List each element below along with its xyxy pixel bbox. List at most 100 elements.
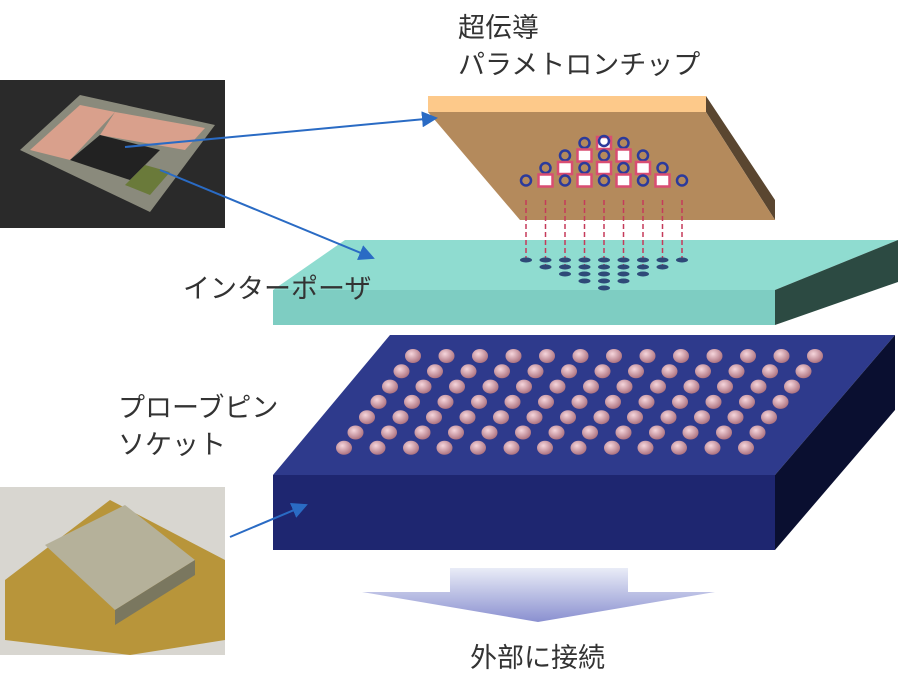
probe-pin — [539, 349, 555, 363]
probe-pin — [405, 349, 421, 363]
pin-pad — [617, 278, 630, 284]
probe-pin — [582, 425, 598, 440]
socket-label-1: プローブピン — [118, 393, 279, 424]
junction-ring — [578, 136, 591, 150]
probe-pin — [505, 349, 522, 363]
arrow-interposer — [159, 169, 375, 261]
pin-pad — [539, 257, 552, 263]
probe-pin — [393, 364, 410, 379]
probe-pin — [717, 379, 733, 394]
probe-pin — [436, 440, 453, 455]
probe-pin — [392, 410, 409, 425]
pin-pad — [559, 264, 571, 270]
probe-pin — [415, 379, 432, 394]
pin-pad — [637, 257, 649, 263]
chip-photo — [0, 80, 225, 228]
pin-pad — [656, 264, 669, 270]
probe-pin — [606, 349, 622, 363]
probe-pin — [605, 394, 621, 409]
interposer-label: インターポーザ — [183, 274, 372, 305]
pin-pad — [539, 264, 552, 270]
pin-pad — [578, 271, 591, 277]
parametron-chip — [428, 96, 775, 220]
parametron-cell — [595, 160, 613, 176]
junction-ring — [558, 174, 572, 187]
probe-pin — [427, 364, 443, 379]
parametron-cell — [537, 173, 554, 188]
probe-pin — [716, 425, 732, 440]
chip-label-1: 超伝導 — [458, 13, 539, 44]
probe-pin — [807, 349, 823, 363]
probe-pin — [538, 394, 554, 409]
probe-pin — [381, 425, 397, 440]
probe-pin — [504, 394, 521, 409]
probe-pin — [660, 410, 677, 425]
pin-pad — [520, 257, 532, 263]
probe-pin — [682, 425, 699, 440]
parametron-circuit — [519, 134, 689, 188]
probe-pins — [336, 349, 823, 455]
parametron-cell — [615, 148, 632, 163]
probe-pin — [438, 349, 455, 363]
probe-pin — [673, 349, 689, 363]
junction-ring — [656, 161, 669, 175]
probe-pin — [359, 410, 375, 425]
probe-pin — [628, 364, 644, 379]
probe-pin — [494, 364, 510, 379]
probe-pin — [572, 349, 589, 363]
probe-pin — [795, 364, 812, 379]
probe-pin — [515, 425, 531, 440]
parametron-cell — [615, 173, 632, 188]
probe-pin — [449, 379, 465, 394]
probe-pin — [728, 364, 745, 379]
parametron-cell — [634, 160, 652, 176]
probe-pin — [740, 349, 756, 363]
pin-pad — [637, 271, 649, 277]
probe-pin — [705, 394, 722, 409]
probe-pin — [615, 425, 632, 440]
pin-pad — [656, 257, 669, 263]
probe-pin — [594, 364, 611, 379]
probe-pin — [503, 440, 520, 455]
junction-ring — [636, 149, 650, 162]
probe-pin — [404, 394, 420, 409]
probe-pin — [560, 410, 576, 425]
probe-pin — [527, 364, 544, 379]
pin-pad — [617, 264, 630, 270]
probe-pin — [414, 425, 431, 440]
probe-pin — [460, 364, 477, 379]
probe-pin — [739, 394, 755, 409]
junction-ring — [675, 174, 689, 187]
probe-pin — [526, 410, 543, 425]
junction-ring — [617, 136, 630, 150]
chip-label-2: パラメトロンチップ — [458, 50, 701, 81]
probe-pin — [750, 379, 767, 394]
socket-photo — [0, 487, 225, 655]
probe-pin — [704, 440, 721, 455]
probe-pin — [784, 379, 800, 394]
probe-pin — [694, 410, 710, 425]
junction-ring — [597, 174, 611, 187]
probe-pin — [772, 394, 789, 409]
probe-pin — [493, 410, 509, 425]
pin-pad — [598, 271, 610, 277]
probe-pin — [671, 440, 687, 455]
junction-ring — [636, 174, 650, 187]
pin-pad — [578, 257, 591, 263]
pin-pad — [676, 257, 688, 263]
probe-pin — [683, 379, 700, 394]
probe-pin — [672, 394, 688, 409]
probe-pin — [537, 440, 553, 455]
junction-ring — [558, 149, 572, 162]
probe-pin — [639, 349, 656, 363]
probe-pin — [482, 379, 499, 394]
pin-pad — [578, 264, 591, 270]
arrow-chip — [124, 111, 438, 148]
probe-pin — [661, 364, 678, 379]
probe-pin — [727, 410, 744, 425]
pin-pad — [578, 278, 591, 284]
pin-pad — [559, 257, 571, 263]
probe-pin — [695, 364, 711, 379]
probe-pin — [403, 440, 419, 455]
